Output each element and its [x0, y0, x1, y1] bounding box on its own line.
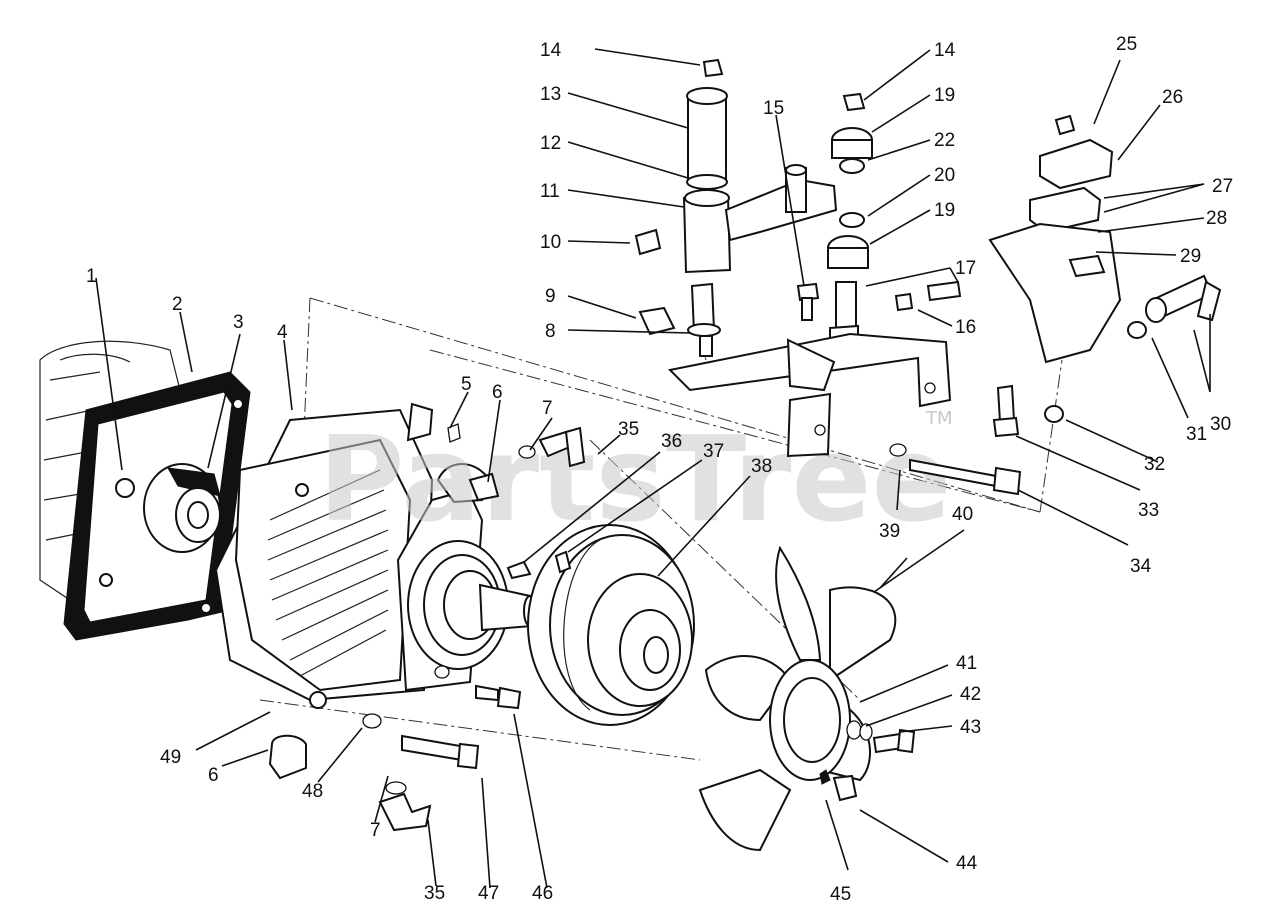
callout-47: 47	[478, 883, 499, 904]
callout-11: 11	[540, 181, 560, 202]
callout-31: 31	[1186, 424, 1207, 445]
callout-38: 38	[751, 456, 772, 477]
watermark-text: PartsTree	[318, 410, 952, 548]
callout-3: 3	[233, 312, 244, 333]
callout-14-right: 14	[934, 40, 956, 61]
callout-33: 33	[1138, 500, 1159, 521]
callout-17: 17	[955, 258, 976, 279]
callout-29: 29	[1180, 246, 1201, 267]
callout-9: 9	[545, 286, 556, 307]
callout-4: 4	[277, 322, 288, 343]
callout-48: 48	[302, 781, 323, 802]
callout-32: 32	[1144, 454, 1165, 475]
callout-34: 34	[1130, 556, 1152, 577]
partstree-watermark: PartsTree TM	[318, 408, 953, 548]
pump-housing	[214, 402, 537, 709]
callout-5: 5	[461, 374, 472, 395]
callout-labels: 14 13 12 11 10 9 8 15 14 19 22 20 19 17 …	[86, 34, 1233, 905]
callout-7-top: 7	[542, 398, 553, 419]
callout-2: 2	[172, 294, 183, 315]
callout-42: 42	[960, 684, 981, 705]
top-fittings	[447, 423, 586, 502]
pivot-stack	[634, 58, 838, 357]
callout-46: 46	[532, 883, 553, 904]
callout-49: 49	[160, 747, 181, 768]
callout-39: 39	[879, 521, 900, 542]
callout-27: 27	[1212, 176, 1233, 197]
callout-14-top: 14	[540, 40, 562, 61]
callout-35-top: 35	[618, 419, 639, 440]
callout-40: 40	[952, 504, 973, 525]
right-bracket	[988, 114, 1222, 438]
callout-1: 1	[86, 266, 97, 287]
callout-8: 8	[545, 321, 556, 342]
long-bolt	[889, 443, 1022, 496]
callout-25: 25	[1116, 34, 1137, 55]
callout-43: 43	[960, 717, 981, 738]
callout-36: 36	[661, 431, 682, 452]
callout-26: 26	[1162, 87, 1183, 108]
lower-hardware	[268, 550, 916, 832]
pulley	[527, 524, 695, 726]
callout-6-top: 6	[492, 382, 503, 403]
callout-41: 41	[956, 653, 977, 674]
callout-28: 28	[1206, 208, 1227, 229]
callout-19-top: 19	[934, 85, 955, 106]
callout-7-bottom: 7	[370, 820, 381, 841]
callout-10: 10	[540, 232, 561, 253]
leader-lines	[95, 48, 1211, 889]
callout-19-lower: 19	[934, 200, 955, 221]
callout-20: 20	[934, 165, 955, 186]
bracket-plate	[667, 332, 952, 458]
callout-45: 45	[830, 884, 851, 905]
callout-13: 13	[540, 84, 561, 105]
callout-6-bottom: 6	[208, 765, 219, 786]
callout-16: 16	[955, 317, 976, 338]
callout-35-bottom: 35	[424, 883, 445, 904]
callout-44: 44	[956, 853, 978, 874]
linkage-stack	[796, 92, 962, 344]
callout-37: 37	[703, 441, 724, 462]
fan	[698, 545, 897, 852]
coupling	[143, 463, 221, 553]
callout-12: 12	[540, 133, 561, 154]
callout-15: 15	[763, 98, 784, 119]
callout-30: 30	[1210, 414, 1231, 435]
watermark-tm: TM	[925, 408, 953, 429]
callout-22: 22	[934, 130, 955, 151]
